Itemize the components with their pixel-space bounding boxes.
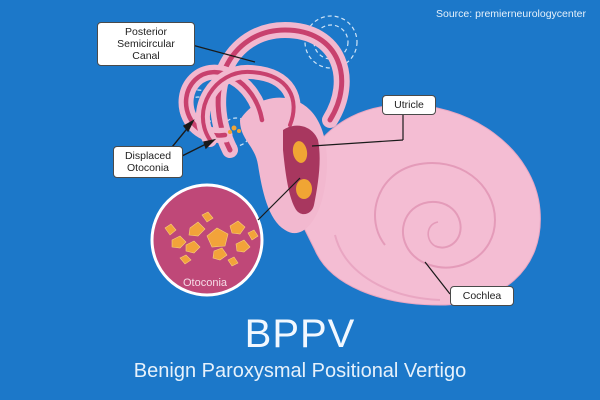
utricle-shape	[283, 125, 320, 215]
displaced-otoconia-particles	[228, 125, 241, 134]
utricle-label: Utricle	[382, 95, 436, 115]
source-credit: Source: premierneurologycenter	[436, 8, 586, 20]
semicircular-canals	[178, 21, 350, 158]
page-subtitle: Benign Paroxysmal Positional Vertigo	[133, 360, 467, 382]
otoconia-zoom-label: Otoconia	[182, 277, 228, 289]
page-title: BPPV	[244, 312, 356, 356]
displaced-label-line2: Otoconia	[126, 162, 170, 174]
callout-leader-lines	[180, 41, 451, 295]
posterior-label-line2: Semicircular Canal	[117, 38, 175, 62]
otoconia-zoom-circle	[150, 183, 264, 297]
posterior-label-line1: Posterior	[124, 26, 167, 38]
cochlea-label: Cochlea	[450, 286, 514, 306]
posterior-canal-label: Posterior Semicircular Canal	[97, 22, 195, 66]
displaced-label-line1: Displaced	[124, 150, 172, 162]
cochlea-shape	[298, 104, 541, 306]
rotation-indicator-top	[304, 15, 358, 69]
displaced-otoconia-label: Displaced Otoconia	[113, 146, 183, 178]
